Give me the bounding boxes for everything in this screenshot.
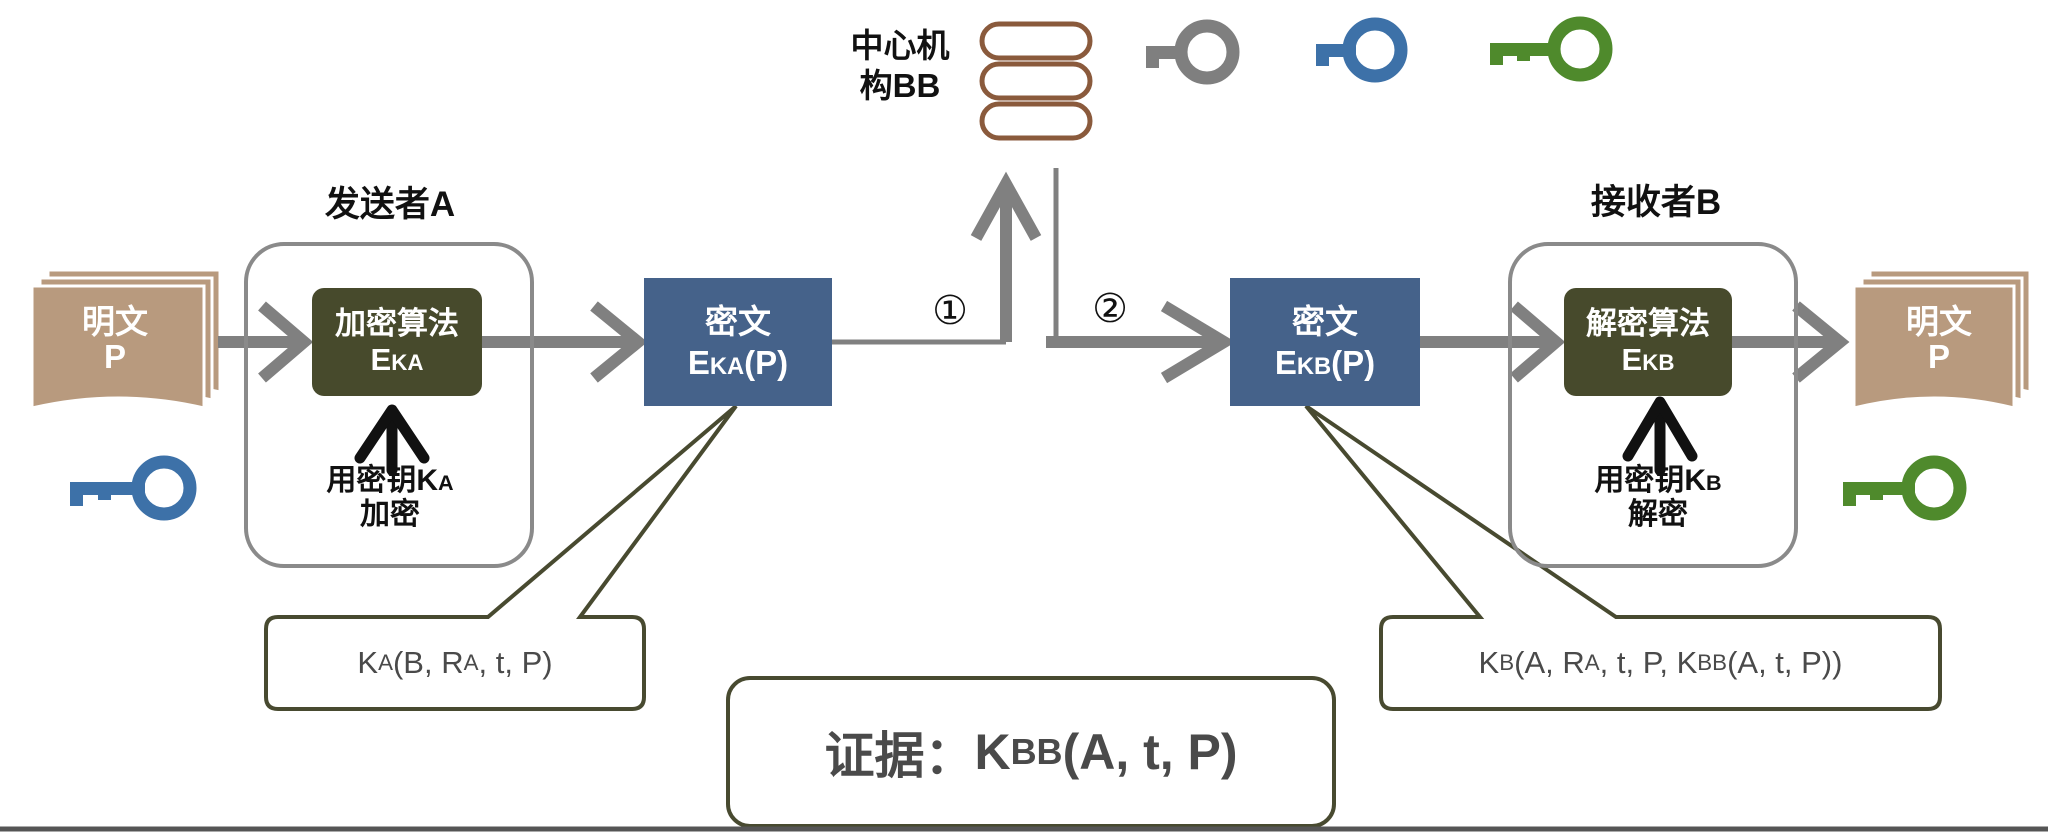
plaintext-right-label: 明文 P <box>1906 303 1972 375</box>
gray-key-icon <box>1146 19 1240 85</box>
receiver-key-icon <box>1843 455 1967 521</box>
plaintext-left-paper-icon <box>30 268 222 410</box>
sender-key-label-line2: 加密 <box>360 497 420 531</box>
green-key-icon <box>1490 16 1613 82</box>
receiver-key-label: 用密钥KB 解密 <box>1568 464 1748 531</box>
sender-key-label: 用密钥KA 加密 <box>300 464 480 531</box>
flow-arrows <box>218 171 1850 384</box>
encryption-algorithm-box: 加密算法 EKA <box>312 288 482 396</box>
ciphertext-a-box: 密文 EKA(P) <box>644 278 832 406</box>
decryption-algorithm-label: 解密算法 <box>1586 306 1710 342</box>
central-authority-label: 中心机 构BB <box>830 26 970 105</box>
ciphertext-b-box: 密文 EKB(P) <box>1230 278 1420 406</box>
sender-key-icon <box>70 455 197 521</box>
callout-b-bubble <box>1304 404 1942 711</box>
ciphertext-b-label: 密文 <box>1292 302 1358 340</box>
decryption-algorithm-formula: EKB <box>1621 342 1675 377</box>
sender-key-label-line1: 用密钥KA <box>326 464 454 497</box>
step-connectors <box>830 168 1059 345</box>
receiver-container <box>1508 242 1798 568</box>
receiver-title: 接收者B <box>1590 183 1722 222</box>
encryption-algorithm-formula: EKA <box>370 342 424 377</box>
receiver-key-label-line1: 用密钥KB <box>1594 464 1722 497</box>
sender-title: 发送者A <box>324 185 456 224</box>
sender-container <box>244 242 534 568</box>
plaintext-left-label: 明文 P <box>82 303 148 375</box>
database-cylinder-icon <box>979 21 1093 141</box>
receiver-key-arrow <box>1622 396 1698 476</box>
callout-a-bubble <box>264 404 738 711</box>
step-2-label: ② <box>1092 287 1128 331</box>
encryption-algorithm-label: 加密算法 <box>335 306 459 342</box>
ciphertext-b-formula: EKB(P) <box>1274 344 1376 381</box>
ciphertext-a-label: 密文 <box>705 302 771 340</box>
receiver-key-label-line2: 解密 <box>1628 497 1688 531</box>
central-authority-line2: 构BB <box>859 66 941 104</box>
evidence-box <box>726 676 1336 828</box>
ciphertext-a-formula: EKA(P) <box>687 344 789 381</box>
blue-key-icon <box>1316 17 1408 83</box>
sender-key-arrow <box>354 404 430 476</box>
central-authority-line1: 中心机 <box>850 27 950 64</box>
decryption-algorithm-box: 解密算法 EKB <box>1564 288 1732 396</box>
step-1-label: ① <box>932 289 968 333</box>
plaintext-right-paper-icon <box>1852 268 2032 410</box>
